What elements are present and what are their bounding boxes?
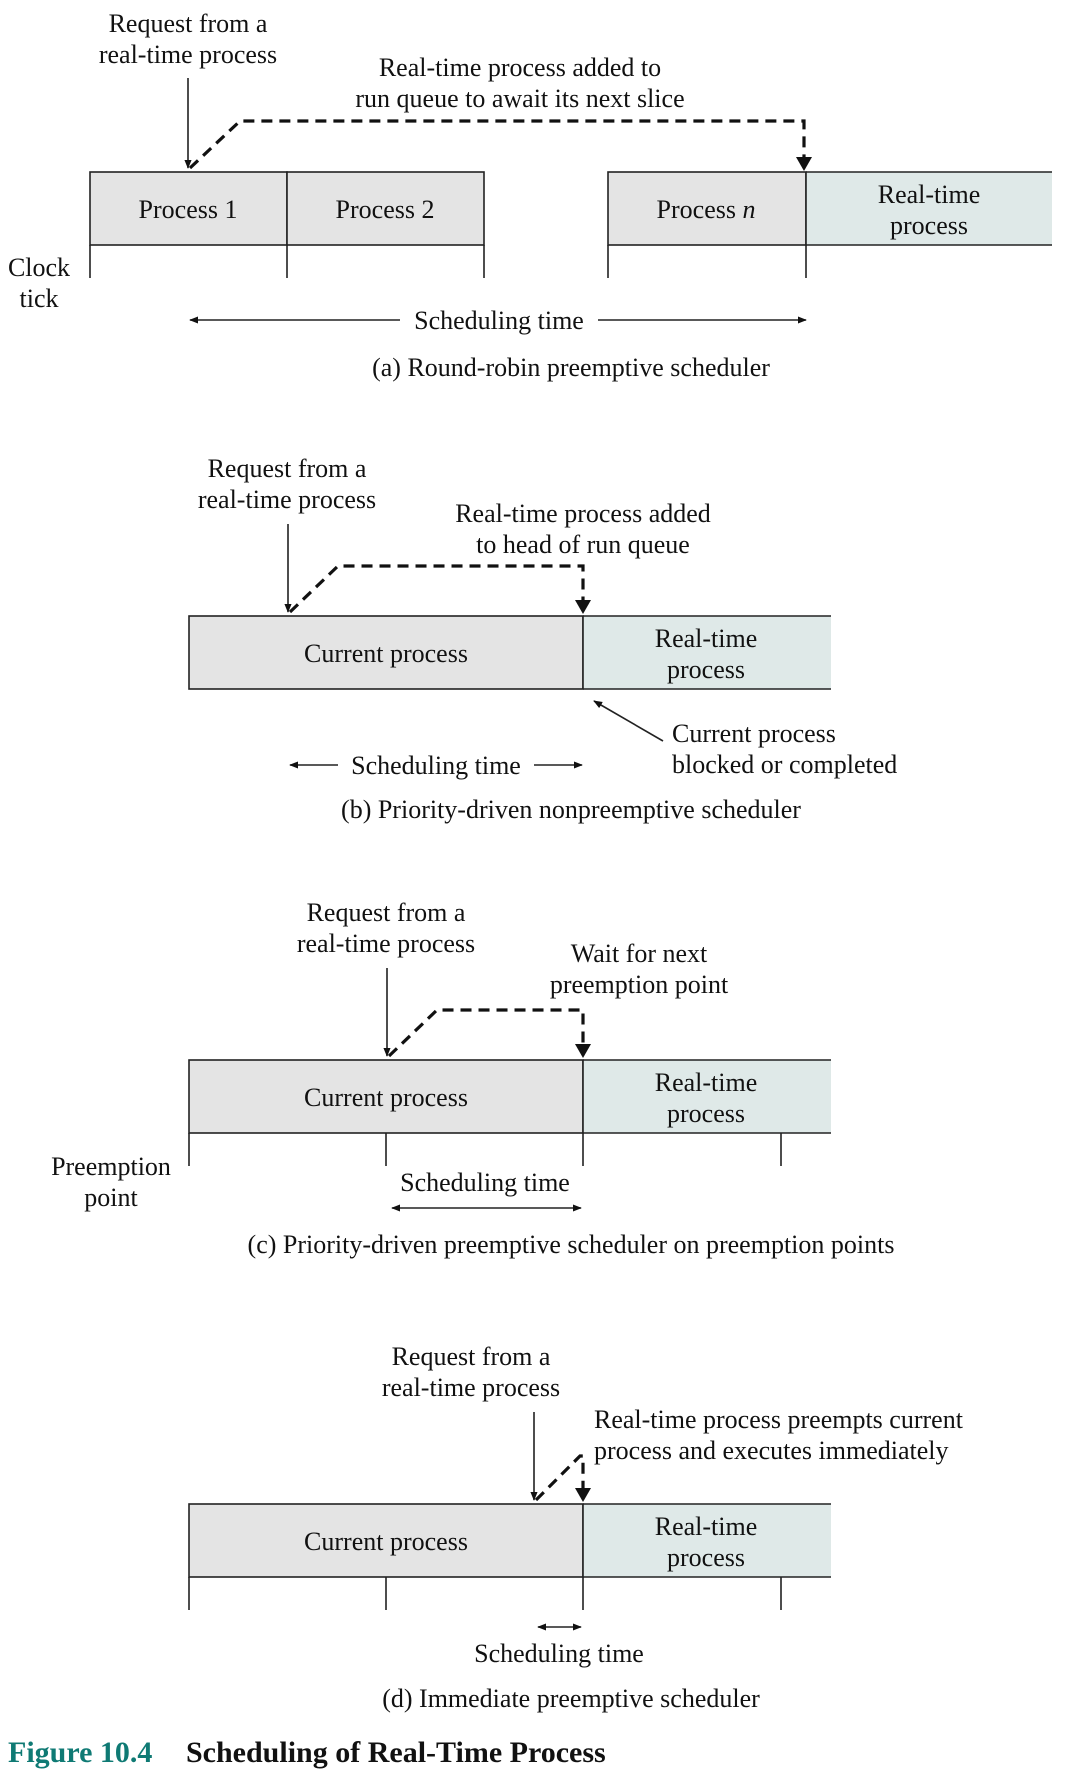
panel-a: Request from a real-time process Real-ti…: [8, 9, 1052, 382]
note-b-line2: to head of run queue: [476, 530, 690, 559]
dashed-arrowhead-c: [575, 1044, 591, 1058]
panel-d: Request from a real-time process Real-ti…: [188, 1342, 964, 1713]
panel-b: Request from a real-time process Real-ti…: [188, 454, 897, 824]
note-c-line2: preemption point: [550, 970, 729, 999]
request-label-c-line2: real-time process: [297, 929, 475, 958]
caption-a: (a) Round-robin preemptive scheduler: [372, 353, 770, 382]
realtime-label-d-line2: process: [667, 1543, 745, 1572]
realtime-box-d: [583, 1504, 831, 1577]
preemption-label-line2: point: [84, 1183, 138, 1212]
note-b-line1: Real-time process added: [455, 499, 711, 528]
dashed-arrowhead-a: [796, 157, 812, 171]
blocked-arrow: [593, 700, 664, 742]
current-process-box-c: [188, 1059, 584, 1134]
realtime-label-b-line2: process: [667, 655, 745, 684]
dashed-path-d: [534, 1454, 585, 1502]
realtime-label-c-line2: process: [667, 1099, 745, 1128]
panel-c: Request from a real-time process Wait fo…: [51, 898, 894, 1259]
figure-number: Figure 10.4: [8, 1736, 152, 1769]
current-process-label-b: Current process: [304, 639, 468, 668]
blocked-label-line1: Current process: [672, 719, 836, 748]
dashed-path-b: [288, 564, 585, 614]
realtime-box-c: [583, 1060, 831, 1133]
blocked-label-line2: blocked or completed: [672, 750, 897, 779]
request-label-b-line2: real-time process: [198, 485, 376, 514]
current-process-label-d: Current process: [304, 1527, 468, 1556]
preemption-label-line1: Preemption: [51, 1152, 171, 1181]
request-label-c-line1: Request from a: [307, 898, 466, 927]
process-n-box: [607, 171, 807, 246]
note-a-line2: run queue to await its next slice: [355, 84, 684, 113]
realtime-label-a-line2: process: [890, 211, 968, 240]
dashed-arrowhead-b: [575, 600, 591, 614]
note-d-line1: Real-time process preempts current: [594, 1405, 964, 1434]
figure-title: Scheduling of Real-Time Process: [186, 1736, 606, 1769]
process-1-label: Process 1: [139, 195, 238, 224]
clock-label-line1: Clock: [8, 253, 70, 282]
request-label-a-line1: Request from a: [109, 9, 268, 38]
current-process-label-c: Current process: [304, 1083, 468, 1112]
dashed-path-c: [387, 1008, 585, 1058]
request-label-d-line2: real-time process: [382, 1373, 560, 1402]
sched-label-b: Scheduling time: [351, 751, 521, 780]
process-2-box: [286, 171, 485, 246]
figure-caption: Figure 10.4 Scheduling of Real-Time Proc…: [8, 1736, 606, 1769]
realtime-label-a-line1: Real-time: [878, 180, 981, 209]
caption-b: (b) Priority-driven nonpreemptive schedu…: [341, 795, 801, 824]
sched-label-c: Scheduling time: [400, 1168, 570, 1197]
caption-c: (c) Priority-driven preemptive scheduler…: [248, 1230, 895, 1259]
process-2-label: Process 2: [336, 195, 435, 224]
note-d-line2: process and executes immediately: [594, 1436, 948, 1465]
request-label-d-line1: Request from a: [392, 1342, 551, 1371]
caption-d: (d) Immediate preemptive scheduler: [382, 1684, 760, 1713]
clock-label-line2: tick: [20, 284, 59, 313]
note-a-line1: Real-time process added to: [379, 53, 661, 82]
dashed-path-a: [188, 119, 806, 170]
process-n-label: Process n: [657, 195, 756, 224]
current-process-box-d: [188, 1503, 584, 1578]
sched-label-a: Scheduling time: [414, 306, 584, 335]
note-c-line1: Wait for next: [571, 939, 708, 968]
realtime-label-c-line1: Real-time: [655, 1068, 758, 1097]
dashed-arrowhead-d: [575, 1488, 591, 1502]
realtime-label-b-line1: Real-time: [655, 624, 758, 653]
request-label-b-line1: Request from a: [208, 454, 367, 483]
realtime-box-b: [583, 616, 831, 689]
realtime-label-d-line1: Real-time: [655, 1512, 758, 1541]
realtime-box-a: [806, 172, 1052, 245]
sched-label-d: Scheduling time: [474, 1639, 644, 1668]
request-label-a-line2: real-time process: [99, 40, 277, 69]
